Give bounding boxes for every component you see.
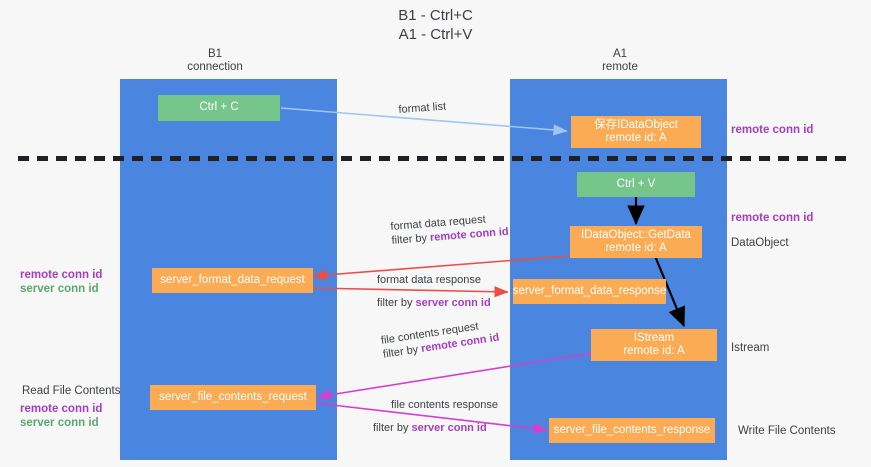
- column-header-b1-name: B1: [207, 48, 223, 60]
- node-idataobject-getdata-line-1: IDataObject::GetData: [581, 228, 691, 241]
- left-label-remote-conn-id-2: remote conn id: [20, 403, 103, 415]
- edge-label-format-data-response-line-1: format data response: [377, 274, 481, 286]
- phase-divider: [18, 156, 854, 161]
- node-server-format-data-response[interactable]: server_format_data_response: [513, 279, 666, 304]
- node-server-format-data-request[interactable]: server_format_data_request: [152, 268, 313, 293]
- edge-label-file-contents-response-line-1: file contents response: [391, 399, 499, 411]
- column-header-a1-role: remote: [602, 61, 638, 73]
- edge-label-format-data-response-line-2: filter by server conn id: [377, 297, 491, 309]
- node-server-file-contents-response[interactable]: server_file_contents_response: [549, 418, 715, 443]
- edge-file-contents-request: [316, 352, 593, 401]
- right-label-dataobject: DataObject: [731, 237, 789, 249]
- left-label-read-file-contents: Read File Contents: [22, 385, 121, 397]
- node-save-idataobject[interactable]: 保存IDataObject remote id: A: [571, 116, 701, 148]
- node-server-file-contents-request[interactable]: server_file_contents_request: [150, 385, 316, 410]
- diagram-title: B1 - Ctrl+C A1 - Ctrl+V: [0, 6, 871, 44]
- node-save-idataobject-line-1: 保存IDataObject: [594, 118, 678, 131]
- edge-label-file-contents-response-line-2: filter by server conn id: [373, 422, 487, 434]
- title-line-2: A1 - Ctrl+V: [398, 26, 473, 43]
- right-label-write-file-contents: Write File Contents: [738, 425, 836, 437]
- right-label-remote-conn-id-top: remote conn id: [731, 124, 814, 136]
- edge-file-contents-response: [314, 402, 548, 434]
- title-line-1: B1 - Ctrl+C: [398, 7, 473, 24]
- edge-label-file-contents-response: file contents response filter by server …: [373, 398, 499, 435]
- column-header-b1-role: connection: [187, 61, 243, 73]
- right-label-remote-conn-id-mid: remote conn id: [731, 212, 814, 224]
- edge-format-data-request: [312, 255, 569, 281]
- column-header-b1: B1 connection: [155, 48, 275, 74]
- column-header-a1: A1 remote: [560, 48, 680, 74]
- left-label-server-conn-id: server conn id: [20, 283, 99, 295]
- column-header-a1-name: A1: [612, 48, 628, 60]
- node-ctrl-v[interactable]: Ctrl + V: [577, 172, 695, 197]
- node-istream[interactable]: IStream remote id: A: [591, 329, 717, 361]
- node-idataobject-getdata[interactable]: IDataObject::GetData remote id: A: [570, 226, 702, 258]
- edge-format-data-response: [312, 286, 509, 298]
- node-save-idataobject-line-2: remote id: A: [605, 132, 667, 144]
- node-ctrl-c[interactable]: Ctrl + C: [158, 95, 280, 121]
- left-label-server-conn-id-2: server conn id: [20, 417, 99, 429]
- edge-getdata-to-istream: [653, 255, 686, 328]
- node-istream-line-2: remote id: A: [623, 345, 685, 357]
- left-label-remote-conn-id: remote conn id: [20, 269, 103, 281]
- node-istream-line-1: IStream: [633, 331, 675, 344]
- edge-format-list: [280, 107, 568, 136]
- node-idataobject-getdata-line-2: remote id: A: [605, 242, 667, 254]
- right-label-istream: Istream: [731, 342, 770, 354]
- edge-label-format-data-response: format data response filter by server co…: [377, 273, 491, 310]
